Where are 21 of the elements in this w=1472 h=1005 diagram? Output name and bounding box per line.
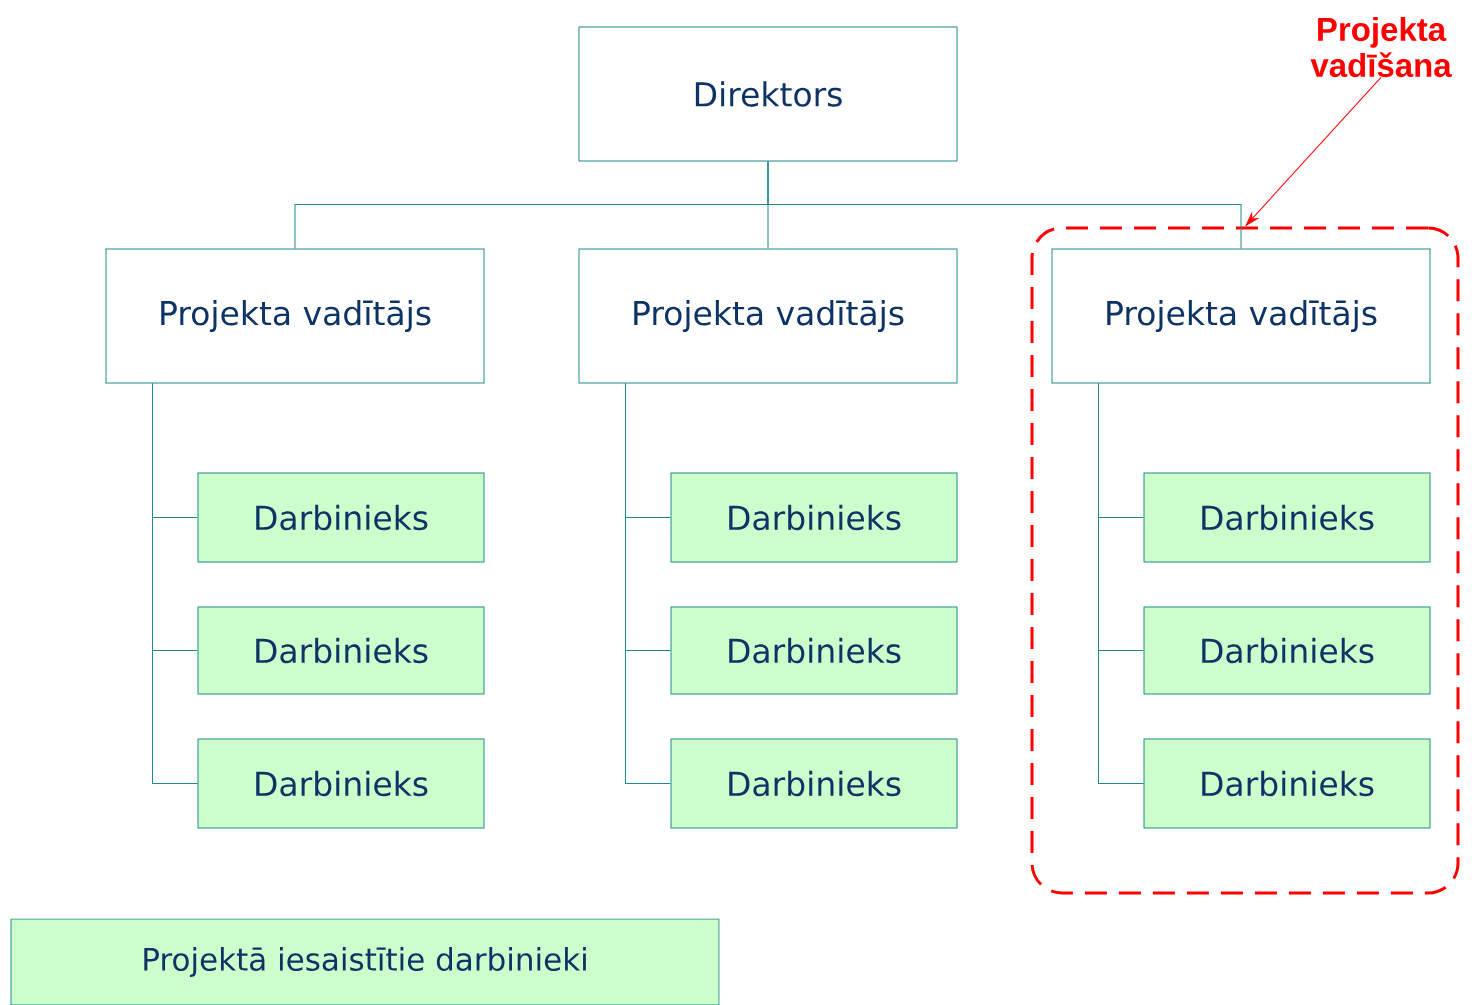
employee-box: Darbinieks: [1143, 472, 1431, 563]
employee-box: Darbinieks: [197, 606, 485, 695]
connector-line: [767, 161, 1242, 249]
employee-box: Darbinieks: [1143, 606, 1431, 695]
employee-box: Darbinieks: [197, 472, 485, 563]
connector-line: [625, 383, 671, 784]
dashed-region: [1030, 226, 1460, 895]
connector-line: [1098, 383, 1144, 784]
manager-box: Projekta vadītājs: [105, 248, 485, 384]
connector-line: [152, 383, 198, 784]
leader-arrow: [1245, 76, 1382, 226]
manager-box: Projekta vadītājs: [578, 248, 958, 384]
employee-box: Darbinieks: [670, 738, 958, 829]
legend-box: Projektā iesaistītie darbinieki: [10, 918, 720, 1005]
manager-box: Projekta vadītājs: [1051, 248, 1431, 384]
employee-box: Darbinieks: [1143, 738, 1431, 829]
director-box: Direktors: [578, 26, 958, 162]
employee-box: Darbinieks: [670, 472, 958, 563]
employee-box: Darbinieks: [670, 606, 958, 695]
annotation-text: Projekta vadīšana: [1310, 16, 1452, 78]
employee-box: Darbinieks: [197, 738, 485, 829]
